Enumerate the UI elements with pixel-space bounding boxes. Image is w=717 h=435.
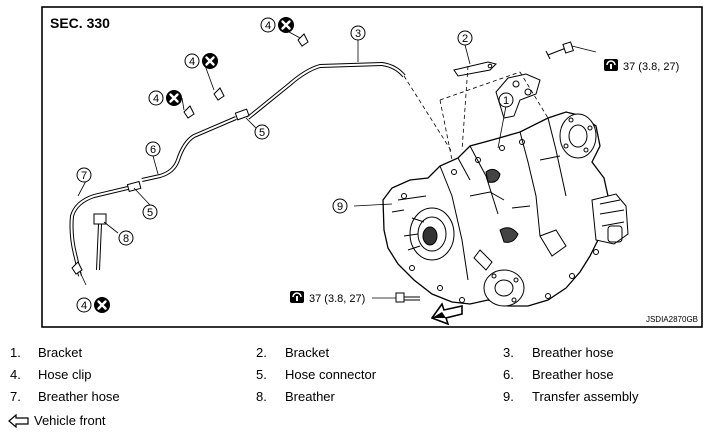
do-not-reuse-icon <box>276 15 296 35</box>
bolt-top <box>545 41 597 60</box>
diagram-frame <box>41 6 703 328</box>
legend-text: Transfer assembly <box>532 389 639 404</box>
svg-text:5: 5 <box>259 127 265 139</box>
legend-row-3: 7. Breather hose 8. Breather 9. Transfer… <box>0 389 717 410</box>
svg-text:9: 9 <box>337 201 343 213</box>
vehicle-front-label: Vehicle front <box>34 413 106 428</box>
legend-num: 1. <box>10 345 21 360</box>
callout-2: 2 <box>457 30 473 46</box>
callout-4c: 4 <box>148 88 184 108</box>
callout-3: 3 <box>350 25 366 41</box>
legend-num: 7. <box>10 389 21 404</box>
bolt-bottom <box>372 292 420 303</box>
legend-text: Hose clip <box>38 367 92 382</box>
legend-row-1: 1. Bracket 2. Bracket 3. Breather hose <box>0 345 717 366</box>
torque-spec-bottom: 37 (3.8, 27) <box>290 291 365 305</box>
legend-text: Bracket <box>38 345 83 360</box>
svg-text:8: 8 <box>123 233 129 245</box>
transfer-assembly <box>382 111 629 307</box>
legend-text: Breather hose <box>532 367 614 382</box>
torque-spec-top: 37 (3.8, 27) <box>604 59 679 73</box>
callout-4d: 4 <box>76 295 112 315</box>
callout-6: 6 <box>145 141 161 157</box>
legend-num: 2. <box>256 345 267 360</box>
callout-8: 8 <box>118 230 134 246</box>
breather-hose-assembly <box>69 33 453 277</box>
do-not-reuse-icon <box>92 295 112 315</box>
svg-text:1: 1 <box>503 95 509 107</box>
callout-1: 1 <box>498 92 514 108</box>
svg-text:4: 4 <box>153 93 159 105</box>
svg-text:5: 5 <box>147 207 153 219</box>
callout-9: 9 <box>332 198 348 214</box>
callout-4a: 4 <box>260 15 296 35</box>
front-arrow-icon <box>8 413 29 428</box>
legend-text: Breather <box>285 389 335 404</box>
legend-num: 8. <box>256 389 267 404</box>
legend-num: 5. <box>256 367 267 382</box>
torque-wrench-icon <box>290 291 304 303</box>
legend-text: Breather hose <box>38 389 120 404</box>
vehicle-front-note: Vehicle front <box>8 413 106 428</box>
svg-text:2: 2 <box>462 33 468 45</box>
svg-text:4: 4 <box>189 56 195 68</box>
svg-text:37 (3.8, 27): 37 (3.8, 27) <box>623 61 679 73</box>
legend-row-2: 4. Hose clip 5. Hose connector 6. Breath… <box>0 367 717 388</box>
callout-5b: 5 <box>142 204 158 220</box>
transfer-breather-diagram: SEC. 330 <box>41 6 703 328</box>
figure-id: JSDIA2870GB <box>646 315 698 324</box>
svg-text:37 (3.8, 27): 37 (3.8, 27) <box>309 293 365 305</box>
legend-text: Breather hose <box>532 345 614 360</box>
svg-text:7: 7 <box>81 170 87 182</box>
torque-wrench-icon <box>604 59 618 71</box>
legend-num: 3. <box>503 345 514 360</box>
do-not-reuse-icon <box>200 51 220 71</box>
callout-5a: 5 <box>254 124 270 140</box>
do-not-reuse-icon <box>164 88 184 108</box>
svg-text:3: 3 <box>355 28 361 40</box>
svg-text:4: 4 <box>265 20 271 32</box>
legend-text: Hose connector <box>285 367 377 382</box>
legend-num: 6. <box>503 367 514 382</box>
front-arrow-icon <box>430 302 463 326</box>
bracket-2 <box>453 61 497 77</box>
section-label: SEC. 330 <box>50 15 110 31</box>
callout-7: 7 <box>76 167 92 183</box>
callout-4b: 4 <box>184 51 220 71</box>
svg-text:6: 6 <box>150 144 156 156</box>
legend-text: Bracket <box>285 345 330 360</box>
legend-num: 4. <box>10 367 21 382</box>
callouts: 3 2 1 5 6 5 7 8 9 4 4 4 4 <box>76 15 514 315</box>
svg-text:4: 4 <box>81 300 87 312</box>
legend-num: 9. <box>503 389 514 404</box>
